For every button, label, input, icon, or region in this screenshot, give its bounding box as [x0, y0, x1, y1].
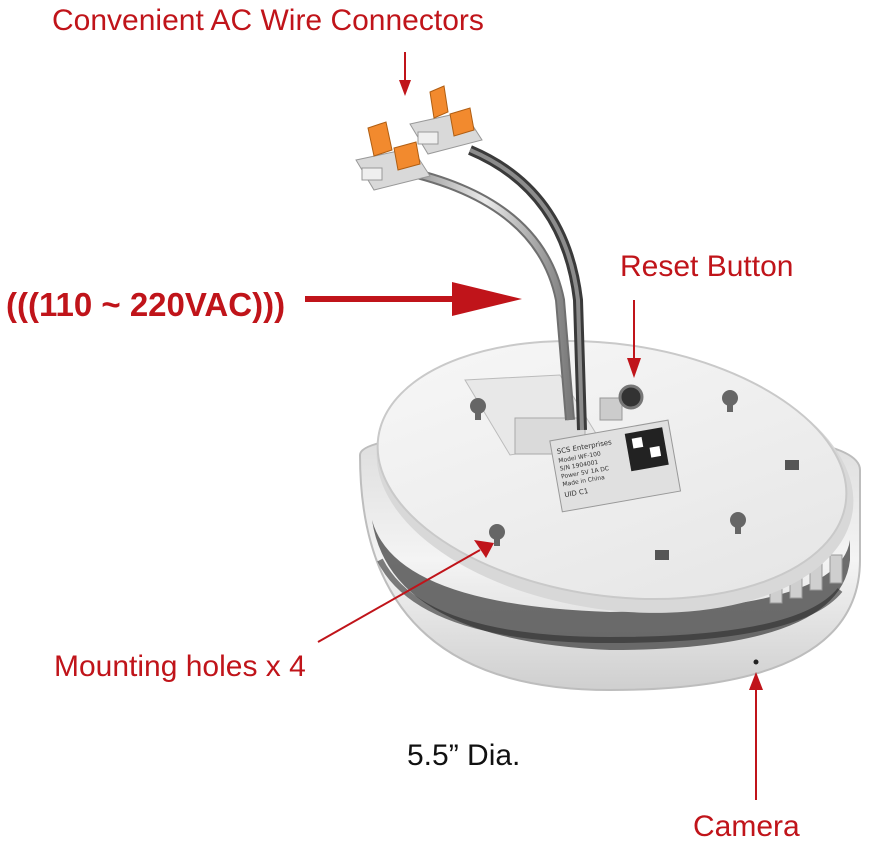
camera-callout: Camera [693, 810, 800, 843]
callout-arrows [305, 52, 763, 800]
wire-connector-icon [409, 85, 483, 155]
mounting-hole-icon [489, 524, 505, 546]
product-label: SCS Enterprises Model WF-100 S/N 1904001… [549, 419, 682, 513]
arrow-down-icon [399, 52, 411, 96]
mounting-hole-icon [470, 398, 486, 420]
arrow-up-right-icon [317, 540, 494, 643]
arrow-right-icon [305, 282, 522, 316]
arrow-down-icon [627, 300, 641, 378]
reset-button-callout: Reset Button [620, 250, 794, 283]
mounting-hole-icon [722, 390, 738, 412]
reset-button-icon [618, 384, 644, 410]
power-wires [398, 145, 587, 431]
diameter-label: 5.5” Dia. [407, 739, 521, 772]
connectors-callout: Convenient AC Wire Connectors [52, 4, 484, 37]
voltage-callout: (((110 ~ 220VAC))) [6, 286, 286, 323]
mounting-holes [470, 390, 799, 560]
camera-lens-icon [753, 659, 759, 665]
mounting-hole-icon [730, 512, 746, 534]
mounting-holes-callout: Mounting holes x 4 [54, 650, 306, 683]
arrow-up-icon [749, 672, 763, 800]
wire-connector-icon [355, 121, 431, 191]
